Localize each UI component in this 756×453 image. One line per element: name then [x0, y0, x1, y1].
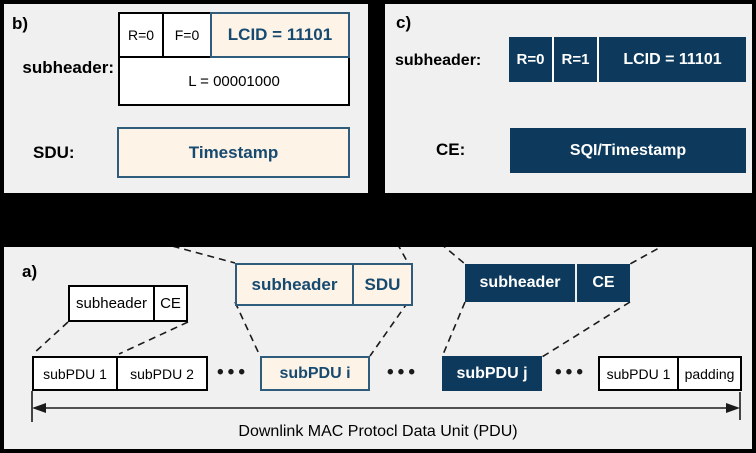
- r1-flag-field: R=1: [554, 37, 599, 82]
- dash-c-to-navy-right: [629, 247, 663, 265]
- ellipsis-3: •••: [555, 362, 587, 383]
- subpdu-j-box: subPDU j: [442, 356, 542, 391]
- ellipsis-2: •••: [387, 362, 419, 383]
- subpdu-2-box: subPDU 2: [116, 356, 208, 391]
- panel-c-label: c): [396, 13, 412, 32]
- cream-sdu-cell: SDU: [364, 274, 401, 294]
- cream-subheader-cell: subheader: [237, 265, 354, 304]
- sdu-label: SDU:: [33, 143, 75, 162]
- dash-b-to-cream-left: [172, 247, 236, 264]
- navy-subheader-cell: subheader: [465, 264, 577, 302]
- panel-b-label: b): [12, 14, 29, 33]
- dash-cream-to-subpdui-left: [234, 301, 261, 357]
- dash-c-to-navy-left: [443, 247, 466, 265]
- pdu-arrow-label: Downlink MAC Protocl Data Unit (PDU): [238, 423, 518, 440]
- r0-flag-field: R=0: [509, 37, 554, 82]
- subpdu1-expanded-box: subheader CE: [68, 285, 188, 322]
- subpdu-i-box: subPDU i: [260, 356, 370, 391]
- lcid-field: LCID = 11101: [599, 37, 746, 82]
- ce-sqi-timestamp-box: SQI/Timestamp: [510, 128, 746, 173]
- dash-white-to-subpdu1-left: [32, 321, 69, 355]
- panel-b: b) subheader: R=0 F=0 LCID = 11101 L = 0…: [0, 0, 372, 197]
- arrow-left-head: [32, 403, 46, 413]
- dash-navy-to-subpduj-right: [541, 301, 631, 358]
- dash-white-to-subpdu1-right: [118, 321, 189, 355]
- subpdui-expanded-box: subheader SDU: [235, 263, 413, 306]
- panel-a-label: a): [22, 262, 38, 281]
- length-field: L = 00001000: [118, 56, 350, 106]
- subpdu-1-box: subPDU 1: [32, 356, 118, 391]
- dash-cream-to-subpdui-right: [369, 301, 409, 357]
- subpdu-last-box: subPDU 1: [598, 356, 679, 391]
- panel-c-subheader-label: subheader:: [395, 52, 482, 69]
- panel-c: c) subheader: R=0 R=1 LCID = 11101 CE: S…: [381, 0, 756, 197]
- white-ce-cell: CE: [153, 285, 188, 322]
- subpduj-expanded-box: subheader CE: [465, 264, 630, 302]
- ellipsis-1: •••: [217, 362, 249, 383]
- white-subheader-cell: subheader: [68, 285, 155, 322]
- panel-a: a) subheader CE subheader SDU subheader …: [0, 243, 756, 453]
- dash-b-to-cream-right: [398, 247, 409, 264]
- ce-label: CE:: [436, 140, 466, 159]
- panel-c-subheader-box: R=0 R=1 LCID = 11101: [509, 37, 746, 82]
- navy-ce-cell: CE: [592, 274, 615, 291]
- panel-b-subheader-box: R=0 F=0 LCID = 11101 L = 00001000: [118, 12, 350, 106]
- arrow-right-head: [726, 403, 740, 413]
- connector-lines: [31, 247, 741, 422]
- panel-b-subheader-label: subheader:: [22, 58, 114, 77]
- lcid-field: LCID = 11101: [210, 12, 350, 58]
- f-flag-field: F=0: [162, 12, 212, 58]
- padding-box: padding: [677, 356, 742, 391]
- r-flag-field: R=0: [118, 12, 164, 58]
- dash-navy-to-subpduj-left: [441, 301, 466, 358]
- sdu-timestamp-box: Timestamp: [117, 127, 350, 178]
